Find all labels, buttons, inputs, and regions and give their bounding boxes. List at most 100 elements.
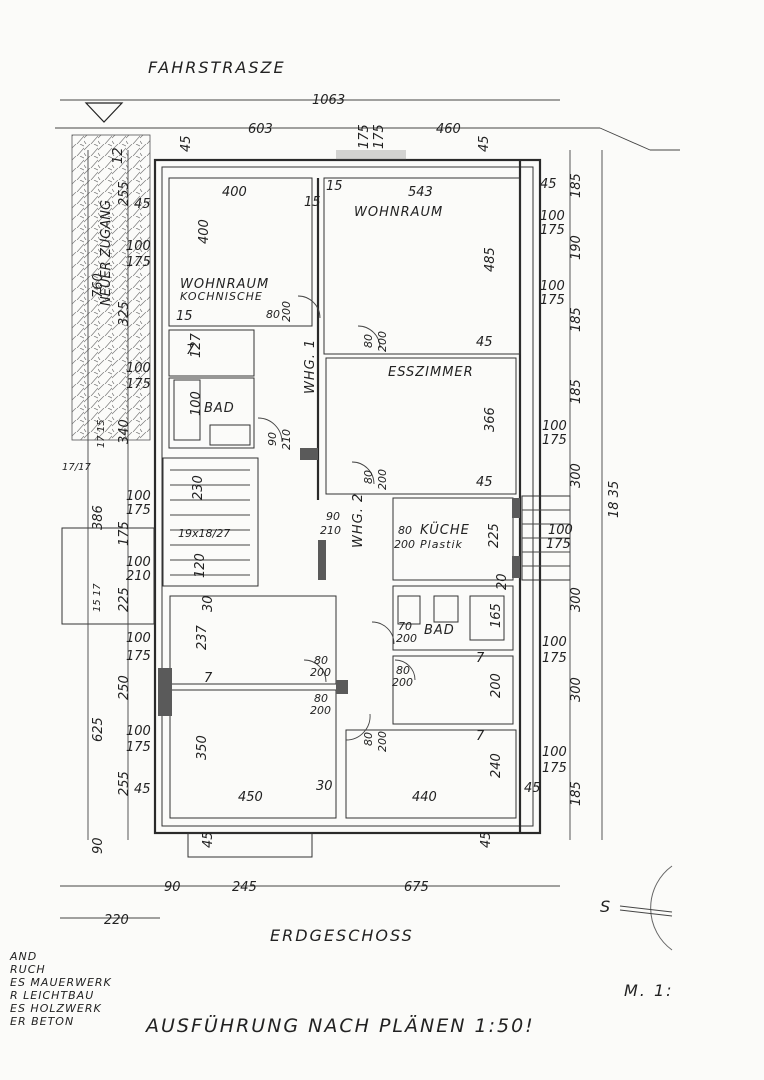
dim-left-45b: 45 xyxy=(134,782,151,797)
door-m-w: 80 xyxy=(314,654,328,667)
dim-left-1517: 15 17 xyxy=(92,583,103,612)
dim-left-625: 625 xyxy=(91,717,106,742)
dim-left-250: 250 xyxy=(117,675,132,700)
dim-left-90: 90 xyxy=(91,837,106,854)
dim-20: 20 xyxy=(495,573,510,590)
dim-win-r6b: 175 xyxy=(542,761,567,776)
dim-win-r5b: 175 xyxy=(542,651,567,666)
dim-win-r1: 100 xyxy=(540,209,565,224)
dim-45-r2: 45 xyxy=(476,335,493,350)
door-k-w: 80 xyxy=(398,524,412,537)
dim-r2-h: 485 xyxy=(483,247,498,272)
legend-item: ER BETON xyxy=(10,1015,74,1028)
dim-30b: 30 xyxy=(316,779,333,794)
bathroom-fixtures xyxy=(173,379,505,641)
label-stair: 19x18/27 xyxy=(178,527,230,540)
dim-win-r5: 100 xyxy=(542,635,567,650)
door-d-w: 80 xyxy=(362,470,375,484)
door-e-h: 210 xyxy=(320,524,341,537)
dim-230: 230 xyxy=(191,475,206,500)
door-p-w: 80 xyxy=(362,732,375,746)
room-esszimmer: ESSZIMMER xyxy=(388,365,474,380)
door-c-w: 90 xyxy=(266,432,279,446)
label-neuer-zugang: NEUER ZUGANG xyxy=(99,200,114,306)
dim-7b: 7 xyxy=(204,671,213,686)
dim-total-width: 1063 xyxy=(312,93,345,108)
dim-12: 12 xyxy=(111,147,126,164)
dim-win-l5b: 175 xyxy=(126,649,151,664)
door-a-h: 200 xyxy=(280,301,293,322)
dim-45-r1: 45 xyxy=(476,475,493,490)
dim-left-255b: 255 xyxy=(117,771,132,796)
dim-bot-220: 220 xyxy=(104,913,129,928)
room-kochnische: KOCHNISCHE xyxy=(180,290,263,303)
dim-bot-45b: 45 xyxy=(479,831,494,848)
right-dimensions: 45 185 100 175 190 100 175 185 185 100 1… xyxy=(524,150,622,840)
door-n-w: 80 xyxy=(396,664,410,677)
left-dimensions: 12 45 255 100 175 760 325 100 175 340 17… xyxy=(62,147,151,854)
dim-bot-90: 90 xyxy=(164,880,181,895)
left-porch xyxy=(61,527,155,625)
label-whg-1: WHG. 1 xyxy=(303,339,318,394)
dim-right-185a: 185 xyxy=(569,173,584,198)
dim-right-185c: 185 xyxy=(569,379,584,404)
dim-r1-h: 400 xyxy=(197,219,212,244)
room-wohnraum: WOHNRAUM xyxy=(354,205,443,220)
interior-walls xyxy=(158,150,521,819)
dim-right-300b: 300 xyxy=(569,587,584,612)
dim-win-r4b: 175 xyxy=(546,537,571,552)
door-l-h: 200 xyxy=(396,632,417,645)
dim-15b: 15 xyxy=(304,195,321,210)
dim-esz-h: 366 xyxy=(483,407,498,432)
dim-7a: 7 xyxy=(186,343,195,358)
dim-240: 240 xyxy=(489,753,504,778)
dim-237: 237 xyxy=(195,624,210,650)
dim-450: 450 xyxy=(238,790,263,805)
dim-175a: 175 xyxy=(357,124,372,149)
dim-bad2-h: 165 xyxy=(489,603,504,628)
door-d-h: 200 xyxy=(376,469,389,490)
dim-left-760: 760 xyxy=(91,273,106,298)
bottom-terrace xyxy=(187,832,313,858)
dim-left-386: 386 xyxy=(91,505,106,530)
dim-win-l4b: 210 xyxy=(126,569,151,584)
dim-200: 200 xyxy=(489,673,504,698)
door-l-w: 70 xyxy=(398,620,412,633)
dim-right-190: 190 xyxy=(569,235,584,260)
dim-win-r3: 100 xyxy=(542,419,567,434)
room-kueche-sub: Plastik xyxy=(420,538,463,551)
top-dimension-lines xyxy=(55,99,680,151)
dim-win-l2: 100 xyxy=(126,361,151,376)
dim-15c: 15 xyxy=(176,309,193,324)
dim-7c: 7 xyxy=(476,651,485,666)
dim-right-width: 460 xyxy=(436,122,461,137)
dim-win-l3b: 175 xyxy=(126,503,151,518)
dim-r2-w: 543 xyxy=(408,185,433,200)
dim-left-1715: 17 15 xyxy=(96,419,107,448)
dim-win-l1b: 175 xyxy=(126,255,151,270)
dim-bad1-h2: 100 xyxy=(189,391,204,416)
door-e-w: 90 xyxy=(326,510,340,523)
scale-label: M. 1: xyxy=(624,981,674,1000)
dim-15a: 15 xyxy=(326,179,343,194)
dim-left-1717: 17/17 xyxy=(62,462,91,473)
dim-win-r1b: 175 xyxy=(540,223,565,238)
dim-win-r6: 100 xyxy=(542,745,567,760)
dim-left-225: 225 xyxy=(117,587,132,612)
room-bad-2: BAD xyxy=(424,623,455,638)
bottom-dimensions: 45 45 90 245 675 220 xyxy=(60,831,560,928)
dim-r1-w: 400 xyxy=(222,185,247,200)
door-o-h: 200 xyxy=(310,704,331,717)
door-o-w: 80 xyxy=(314,692,328,705)
dim-120: 120 xyxy=(193,553,208,578)
execution-note: AUSFÜHRUNG NACH PLÄNEN 1:50! xyxy=(144,1014,535,1037)
staircase xyxy=(170,469,250,576)
dim-win-l6: 100 xyxy=(126,724,151,739)
door-m-h: 200 xyxy=(310,666,331,679)
door-swings xyxy=(257,295,416,741)
dim-bot-245: 245 xyxy=(232,880,257,895)
dim-win-r2b: 175 xyxy=(540,293,565,308)
room-kueche: KÜCHE xyxy=(420,521,470,538)
dim-bot-45a: 45 xyxy=(201,831,216,848)
